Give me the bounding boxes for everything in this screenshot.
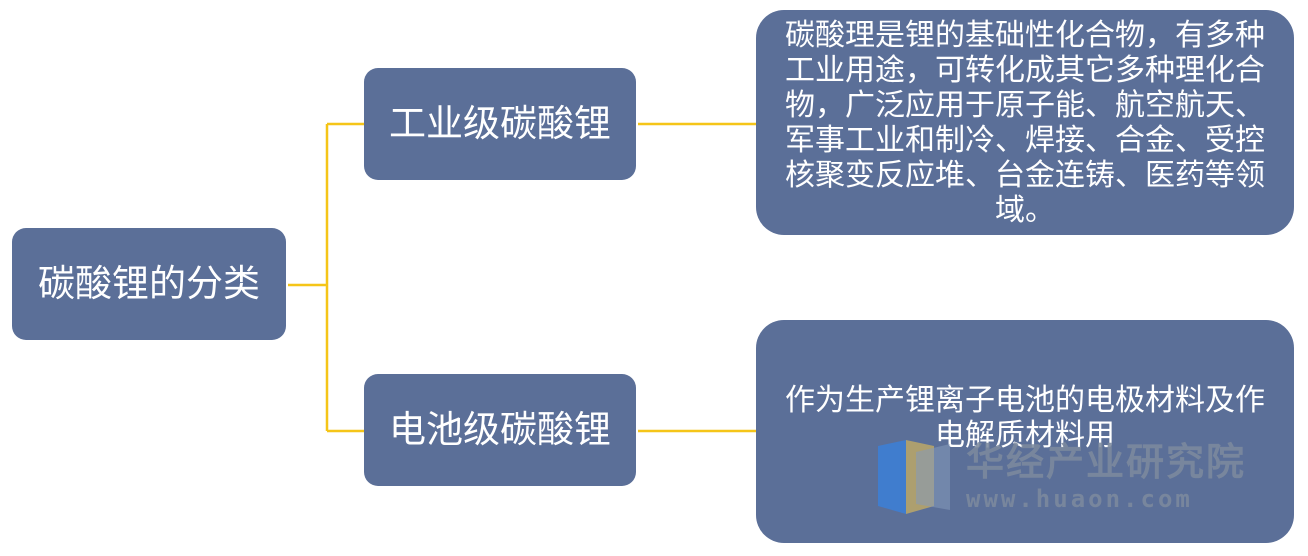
- branch-node-battery: 电池级碳酸锂: [364, 374, 636, 486]
- description-node-industrial: 碳酸理是锂的基础性化合物，有多种工业用途，可转化成其它多种理化合物，广泛应用于原…: [756, 10, 1294, 235]
- root-label: 碳酸锂的分类: [38, 262, 260, 305]
- description-text-battery: 作为生产锂离子电池的电极材料及作电解质材料用: [785, 382, 1265, 453]
- description-text-industrial: 碳酸理是锂的基础性化合物，有多种工业用途，可转化成其它多种理化合物，广泛应用于原…: [785, 17, 1265, 228]
- huajing-logo-icon: [878, 440, 950, 514]
- root-node: 碳酸锂的分类: [12, 228, 286, 340]
- branch-label-battery: 电池级碳酸锂: [389, 408, 611, 451]
- branch-node-industrial: 工业级碳酸锂: [364, 68, 636, 180]
- description-node-battery: 作为生产锂离子电池的电极材料及作电解质材料用: [756, 320, 1294, 543]
- branch-label-industrial: 工业级碳酸锂: [389, 102, 611, 145]
- watermark-url: www.huaon.com: [966, 485, 1193, 513]
- watermark-name: 华经产业研究院: [966, 440, 1247, 484]
- watermark: 华经产业研究院 www.huaon.com: [876, 438, 1246, 516]
